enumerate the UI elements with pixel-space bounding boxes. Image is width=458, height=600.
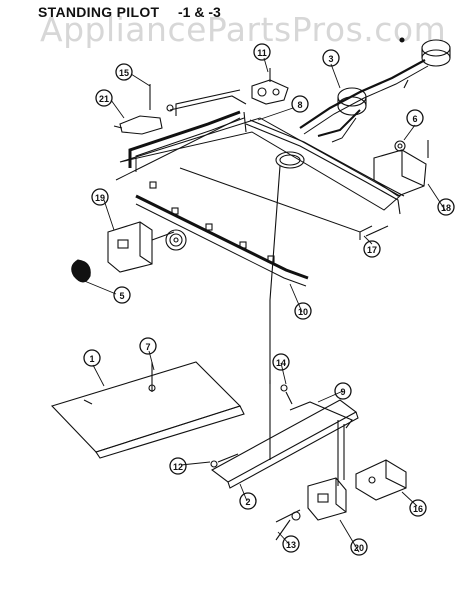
diagram-title: STANDING PILOT xyxy=(38,4,160,20)
callout-label: 6 xyxy=(412,114,417,124)
callout-18: 18 xyxy=(437,198,455,216)
callout-label: 5 xyxy=(119,291,124,301)
callout-12: 12 xyxy=(169,457,187,475)
pilot-fitting-part xyxy=(251,68,289,105)
callout-6: 6 xyxy=(406,109,424,127)
callout-label: 19 xyxy=(95,193,105,203)
callout-10: 10 xyxy=(294,302,312,320)
callout-label: 13 xyxy=(286,540,296,550)
callout-2: 2 xyxy=(239,492,257,510)
callout-label: 12 xyxy=(173,462,183,472)
callout-14: 14 xyxy=(272,353,290,371)
callout-label: 10 xyxy=(298,307,308,317)
callout-15: 15 xyxy=(115,63,133,81)
callout-label: 14 xyxy=(276,358,286,368)
callout-label: 17 xyxy=(367,245,377,255)
callout-label: 18 xyxy=(441,203,451,213)
lower-rail-part-2 xyxy=(210,380,359,489)
callout-label: 8 xyxy=(297,100,302,110)
callout-label: 3 xyxy=(328,54,333,64)
manifold-frame xyxy=(119,89,401,240)
callout-1: 1 xyxy=(83,349,101,367)
callout-19: 19 xyxy=(91,188,109,206)
callout-label: 16 xyxy=(413,504,423,514)
callout-label: 2 xyxy=(245,497,250,507)
lower-panel-part-1 xyxy=(50,361,245,459)
callout-label: 11 xyxy=(257,48,267,58)
callout-label: 1 xyxy=(89,354,94,364)
leader-lines xyxy=(81,57,446,553)
bracket-part-16 xyxy=(355,459,407,501)
callout-label: 21 xyxy=(99,94,109,104)
top-burner-assembly xyxy=(299,37,451,143)
callout-label: 7 xyxy=(145,342,150,352)
pilot-tubing xyxy=(245,119,405,384)
callout-11: 11 xyxy=(253,43,271,61)
bracket-part-18 xyxy=(373,140,429,197)
callout-17: 17 xyxy=(363,240,381,258)
callout-label: 9 xyxy=(340,387,345,397)
callout-8: 8 xyxy=(291,95,309,113)
callout-20: 20 xyxy=(350,538,368,556)
callout-label: 15 xyxy=(119,68,129,78)
callout-16: 16 xyxy=(409,499,427,517)
valve-part-21 xyxy=(113,84,174,135)
callout-9: 9 xyxy=(334,382,352,400)
callout-13: 13 xyxy=(282,535,300,553)
callout-label: 20 xyxy=(354,543,364,553)
callout-3: 3 xyxy=(322,49,340,67)
gas-manifold-tubes xyxy=(115,110,309,287)
diagram-variant: -1 & -3 xyxy=(178,4,221,20)
watermark-text: AppliancePartsPros.com xyxy=(40,10,447,49)
callout-5: 5 xyxy=(113,286,131,304)
callout-7: 7 xyxy=(139,337,157,355)
control-valve-part-19 xyxy=(71,221,187,283)
screws xyxy=(210,384,301,541)
callout-21: 21 xyxy=(95,89,113,107)
